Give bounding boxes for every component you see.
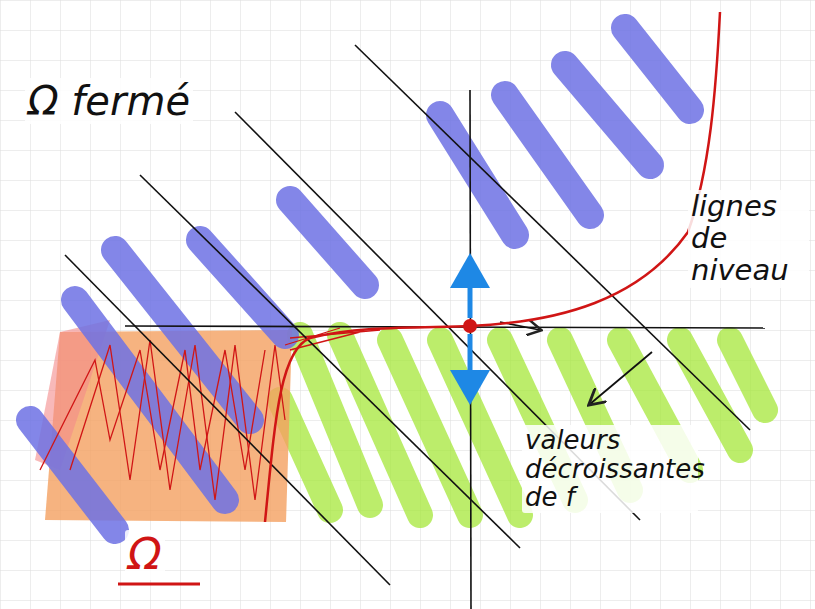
handwritten-note: Ω [125,530,165,580]
handwritten-note: lignes de niveau [688,190,809,288]
handwritten-note: Ω fermé [25,78,193,124]
handwritten-note: valeurs décroissantes de f [522,425,698,513]
